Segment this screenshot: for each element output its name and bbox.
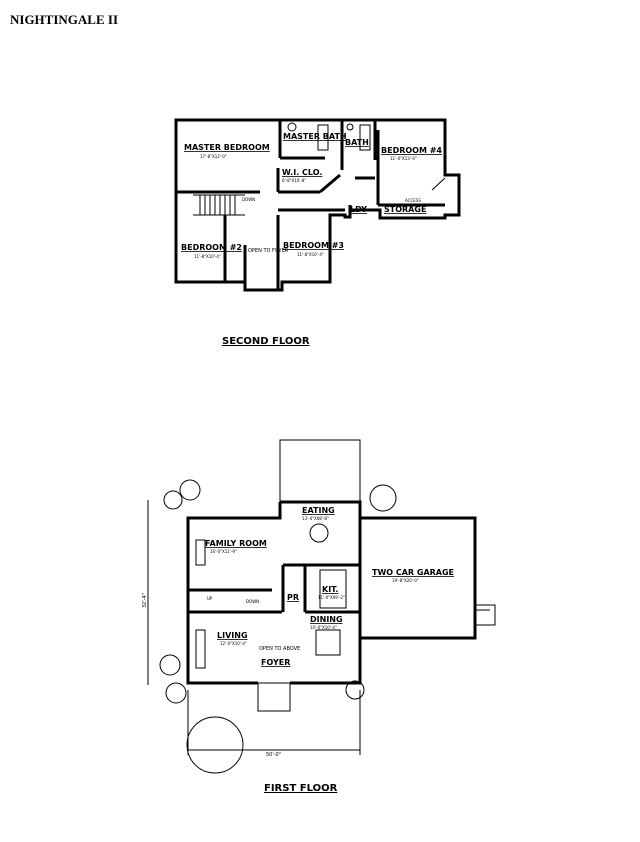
room-label-bedroom-4: BEDROOM #4	[381, 146, 442, 155]
room-dims-master-bedroom: 17'-8"X12'-0"	[200, 154, 227, 159]
room-dims-bedroom-3: 11'-8"X10'-4"	[297, 252, 324, 257]
room-dims-eating: 13'-4"X08'-8"	[302, 516, 329, 521]
plan-title: NIGHTINGALE II	[10, 12, 118, 27]
room-dims-kitchen: 11'-0"X09'-2"	[318, 595, 345, 600]
width-dimension: 50'-0"	[266, 752, 281, 758]
room-label-family-room: FAMILY ROOM	[205, 539, 267, 548]
stair-down-label: DOWN	[246, 599, 259, 604]
room-dims-wi-closet: 6'-8"X10'-8"	[282, 178, 306, 183]
room-dims-garage: 19'-8"X20'-0"	[392, 578, 419, 583]
room-dims-bedroom-2: 11'-8"X10'-4"	[194, 254, 221, 259]
room-dims-dining: 10'-0"X10'-4"	[310, 625, 337, 630]
room-dims-family-room: 16'-0"X11'-9"	[210, 549, 237, 554]
access-label: ACCESS	[405, 198, 421, 203]
stair-up-label: UP	[207, 596, 213, 601]
room-dims-living: 12'-0"X10'-4"	[220, 641, 247, 646]
room-label-bedroom-2: BEDROOM #2	[181, 243, 242, 252]
stair-down-label: DOWN	[242, 197, 255, 202]
room-label-wi-closet: W.I. CLO.	[282, 168, 322, 177]
room-label-laundry: LDY	[350, 205, 367, 214]
first-floor-plan: EATING 13'-4"X08'-8" FAMILY ROOM 16'-0"X…	[142, 439, 496, 794]
depth-dimension: 32'-4"	[142, 593, 148, 608]
room-label-living: LIVING	[217, 631, 248, 640]
room-label-eating: EATING	[302, 506, 335, 515]
room-label-powder-room: PR	[287, 593, 299, 602]
second-floor-plan: MASTER BEDROOM 17'-8"X12'-0" MASTER BATH…	[174, 118, 461, 347]
room-label-foyer: FOYER	[261, 658, 290, 667]
room-dims-bedroom-4: 11'-0"X13'-0"	[390, 156, 417, 161]
second-floor-label: SECOND FLOOR	[222, 336, 310, 347]
room-label-master-bath: MASTER BATH	[283, 132, 347, 141]
room-label-bath: BATH	[345, 138, 369, 147]
room-label-bedroom-3: BEDROOM #3	[283, 241, 344, 250]
room-label-master-bedroom: MASTER BEDROOM	[184, 143, 270, 152]
room-label-storage: STORAGE	[384, 205, 426, 214]
room-label-garage: TWO CAR GARAGE	[372, 568, 454, 577]
first-floor-label: FIRST FLOOR	[264, 783, 338, 794]
open-to-above-label: OPEN TO ABOVE	[259, 646, 300, 652]
open-to-foyer-label: OPEN TO FOYER	[248, 248, 289, 254]
room-label-kitchen: KIT.	[322, 585, 338, 594]
room-label-dining: DINING	[310, 615, 343, 624]
